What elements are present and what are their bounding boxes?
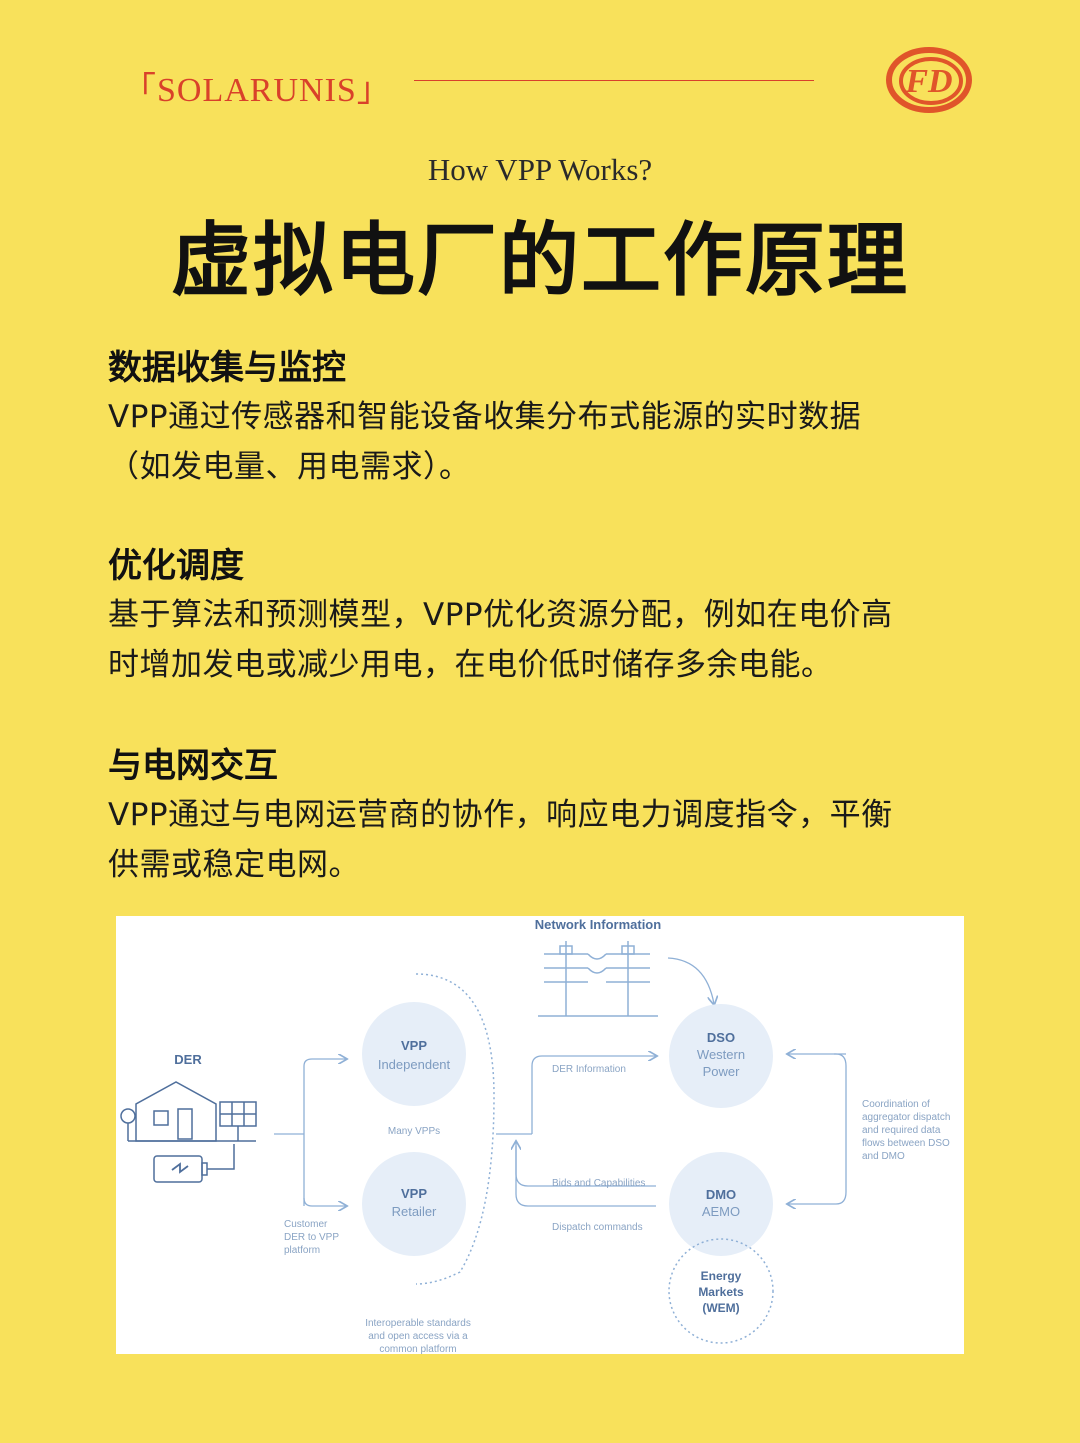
svg-text:Independent: Independent bbox=[378, 1057, 451, 1072]
section-line: 基于算法和预测模型，VPP优化资源分配，例如在电价高 bbox=[108, 597, 893, 633]
der-information-label: DER Information bbox=[552, 1064, 626, 1075]
svg-text:Interoperable standards: Interoperable standards bbox=[365, 1318, 471, 1329]
svg-text:AEMO: AEMO bbox=[702, 1204, 740, 1219]
svg-text:flows between DSO: flows between DSO bbox=[862, 1138, 950, 1149]
page-title: 虚拟电厂的工作原理 bbox=[171, 213, 909, 307]
battery-icon bbox=[153, 1144, 235, 1183]
vpp-diagram: Network Information DER bbox=[116, 916, 964, 1354]
dmo-node bbox=[669, 1152, 773, 1256]
vpp-group-bracket bbox=[415, 973, 495, 1285]
page-subtitle: How VPP Works? bbox=[427, 152, 653, 187]
svg-text:common platform: common platform bbox=[379, 1344, 456, 1354]
der-label: DER bbox=[174, 1052, 202, 1067]
svg-text:VPP: VPP bbox=[401, 1186, 427, 1201]
svg-text:(WEM): (WEM) bbox=[702, 1301, 739, 1315]
svg-text:DMO: DMO bbox=[706, 1187, 736, 1202]
brand-name: 「SOLARUNIS」 bbox=[122, 72, 392, 109]
section-line: 时增加发电或减少用电，在电价低时储存多余电能。 bbox=[108, 647, 833, 683]
power-tower-icon bbox=[538, 941, 658, 1017]
many-vpps-label: Many VPPs bbox=[388, 1126, 440, 1137]
svg-text:Western: Western bbox=[697, 1047, 745, 1062]
section-heading: 数据收集与监控 bbox=[108, 348, 346, 388]
brand-logo: FD bbox=[886, 47, 972, 113]
energy-markets-node bbox=[668, 1238, 774, 1344]
bids-capabilities-label: Bids and Capabilities bbox=[552, 1178, 645, 1189]
svg-text:Coordination of: Coordination of bbox=[862, 1099, 930, 1110]
svg-text:and DMO: and DMO bbox=[862, 1151, 905, 1162]
section-data-collection: 数据收集与监控 VPP通过传感器和智能设备收集分布式能源的实时数据 （如发电量、… bbox=[108, 344, 988, 492]
section-grid-interaction: 与电网交互 VPP通过与电网运营商的协作，响应电力调度指令，平衡 供需或稳定电网… bbox=[108, 742, 988, 890]
logo-text: FD bbox=[904, 63, 952, 100]
svg-text:Customer: Customer bbox=[284, 1219, 328, 1230]
svg-text:Power: Power bbox=[703, 1064, 741, 1079]
section-line: VPP通过传感器和智能设备收集分布式能源的实时数据 bbox=[108, 399, 862, 435]
svg-text:Markets: Markets bbox=[698, 1285, 744, 1299]
svg-text:DER to VPP: DER to VPP bbox=[284, 1232, 339, 1243]
svg-text:platform: platform bbox=[284, 1245, 320, 1256]
svg-text:and required data: and required data bbox=[862, 1125, 941, 1136]
brand-divider-line bbox=[414, 80, 814, 81]
svg-text:VPP: VPP bbox=[401, 1038, 427, 1053]
section-line: 供需或稳定电网。 bbox=[108, 847, 360, 883]
section-optimized-dispatch: 优化调度 基于算法和预测模型，VPP优化资源分配，例如在电价高 时增加发电或减少… bbox=[108, 542, 988, 690]
section-heading: 与电网交互 bbox=[108, 746, 278, 786]
section-heading: 优化调度 bbox=[108, 546, 244, 586]
dispatch-commands-label: Dispatch commands bbox=[552, 1222, 643, 1233]
vpp-independent-node bbox=[362, 1002, 466, 1106]
svg-text:and open access via a: and open access via a bbox=[368, 1331, 468, 1342]
svg-text:DSO: DSO bbox=[707, 1030, 735, 1045]
svg-text:Energy: Energy bbox=[701, 1269, 742, 1283]
network-information-label: Network Information bbox=[535, 917, 661, 932]
svg-text:Retailer: Retailer bbox=[392, 1204, 437, 1219]
dso-node bbox=[669, 1004, 773, 1108]
section-line: VPP通过与电网运营商的协作，响应电力调度指令，平衡 bbox=[108, 797, 893, 833]
vpp-retailer-node bbox=[362, 1152, 466, 1256]
section-line: （如发电量、用电需求）。 bbox=[108, 449, 471, 485]
svg-text:aggregator dispatch: aggregator dispatch bbox=[862, 1112, 950, 1123]
house-icon bbox=[120, 1081, 257, 1142]
